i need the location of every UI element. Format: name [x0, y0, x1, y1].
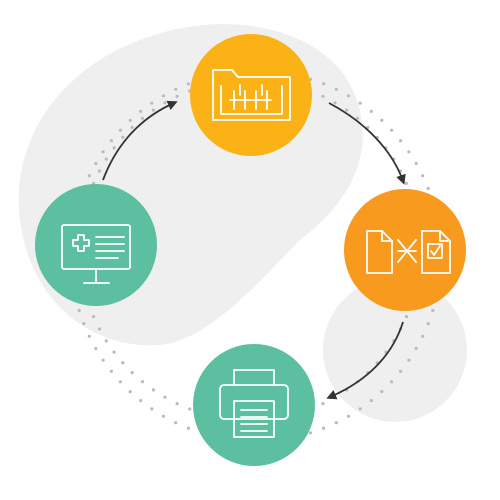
ring-dot [161, 414, 166, 418]
ring-dot [161, 94, 166, 98]
ring-dot [175, 402, 179, 406]
node-document-compare-circle [344, 189, 466, 311]
ring-dot [431, 308, 435, 313]
ring-dot [128, 118, 132, 122]
ring-dot [150, 101, 154, 105]
ring-dot [109, 139, 113, 143]
ring-dot [407, 150, 411, 154]
ring-dot [426, 322, 430, 326]
ring-dot [128, 390, 132, 394]
ring-dot [163, 395, 167, 399]
arrow-document-to-printer [326, 321, 404, 400]
ring-dot [97, 169, 102, 173]
ring-dot [421, 334, 425, 338]
ring-dot [390, 380, 394, 384]
ring-dot [346, 94, 351, 98]
ring-dot [404, 181, 408, 185]
ring-dot [77, 308, 81, 313]
ring-dot [321, 94, 325, 98]
ring-dot [151, 108, 155, 112]
ring-dot [399, 369, 403, 373]
ring-dot [118, 380, 122, 384]
ring-dot [358, 101, 362, 105]
ring-dot [94, 346, 98, 351]
ring-dot [92, 315, 96, 319]
ring-dot [101, 358, 105, 362]
monitor-medical-cross-icon [61, 224, 131, 284]
ring-dot [333, 101, 337, 105]
ring-dot [390, 128, 394, 132]
ring-dot [174, 87, 178, 91]
ring-dot [414, 346, 418, 351]
arrow-monitor-to-folder [102, 100, 178, 181]
arrow-folder-to-document [328, 102, 406, 185]
ring-dot [109, 369, 113, 373]
ring-dot [188, 407, 192, 411]
ring-dot [112, 146, 116, 150]
ring-dot [186, 426, 190, 430]
flow-arrows [102, 100, 406, 400]
ring-dot [121, 135, 125, 139]
ring-dot [369, 399, 373, 403]
node-printer-circle [193, 344, 315, 466]
ring-dot [175, 94, 179, 98]
ring-dot [139, 399, 143, 403]
node-lab-folder [190, 34, 312, 156]
ring-dot [322, 426, 326, 430]
ring-dot [140, 380, 145, 384]
node-medical-monitor [35, 184, 157, 306]
folder-test-tubes-icon [212, 69, 291, 121]
ring-dot [426, 186, 430, 190]
node-medical-monitor-circle [35, 184, 157, 306]
ring-dot [163, 101, 167, 105]
ring-dot [358, 407, 362, 411]
ring-dot [151, 388, 155, 392]
ring-dot [414, 161, 418, 166]
background-blob-lower [323, 278, 467, 422]
ring-dot [112, 350, 116, 354]
ring-dot [104, 157, 108, 161]
ring-dot [421, 174, 425, 178]
ring-dot [346, 414, 351, 418]
ring-dot [407, 358, 411, 362]
ring-dot [97, 327, 102, 331]
ring-dot [150, 407, 154, 411]
node-document-compare [344, 189, 466, 311]
ring-dot [399, 139, 403, 143]
ring-dot [380, 390, 384, 394]
ring-dot [140, 116, 145, 120]
ring-dot [101, 150, 105, 154]
ring-dot [130, 125, 134, 129]
node-printer [193, 344, 315, 466]
ring-dot [118, 128, 122, 132]
ring-dot [139, 109, 143, 113]
document-exchange-check-icon [366, 230, 451, 274]
node-lab-folder-circle [190, 34, 312, 156]
ring-dot [174, 421, 178, 425]
ring-dot [380, 118, 384, 122]
ring-dot [121, 361, 125, 365]
ring-dot [355, 116, 360, 120]
ring-dot [345, 108, 349, 112]
printer-icon [219, 369, 289, 438]
ring-dot [104, 339, 108, 343]
ring-dot [334, 421, 338, 425]
ring-dot [322, 82, 326, 86]
ring-dot [321, 402, 325, 406]
ring-dot [87, 174, 91, 178]
ring-dot [82, 322, 86, 326]
ring-dot [130, 371, 134, 375]
ring-dot [369, 109, 373, 113]
ring-dot [308, 431, 313, 435]
ring-dot [94, 161, 98, 166]
ring-dot [87, 334, 91, 338]
ring-dot [334, 87, 338, 91]
ring-dot [404, 315, 408, 319]
ring-dot [186, 82, 190, 86]
